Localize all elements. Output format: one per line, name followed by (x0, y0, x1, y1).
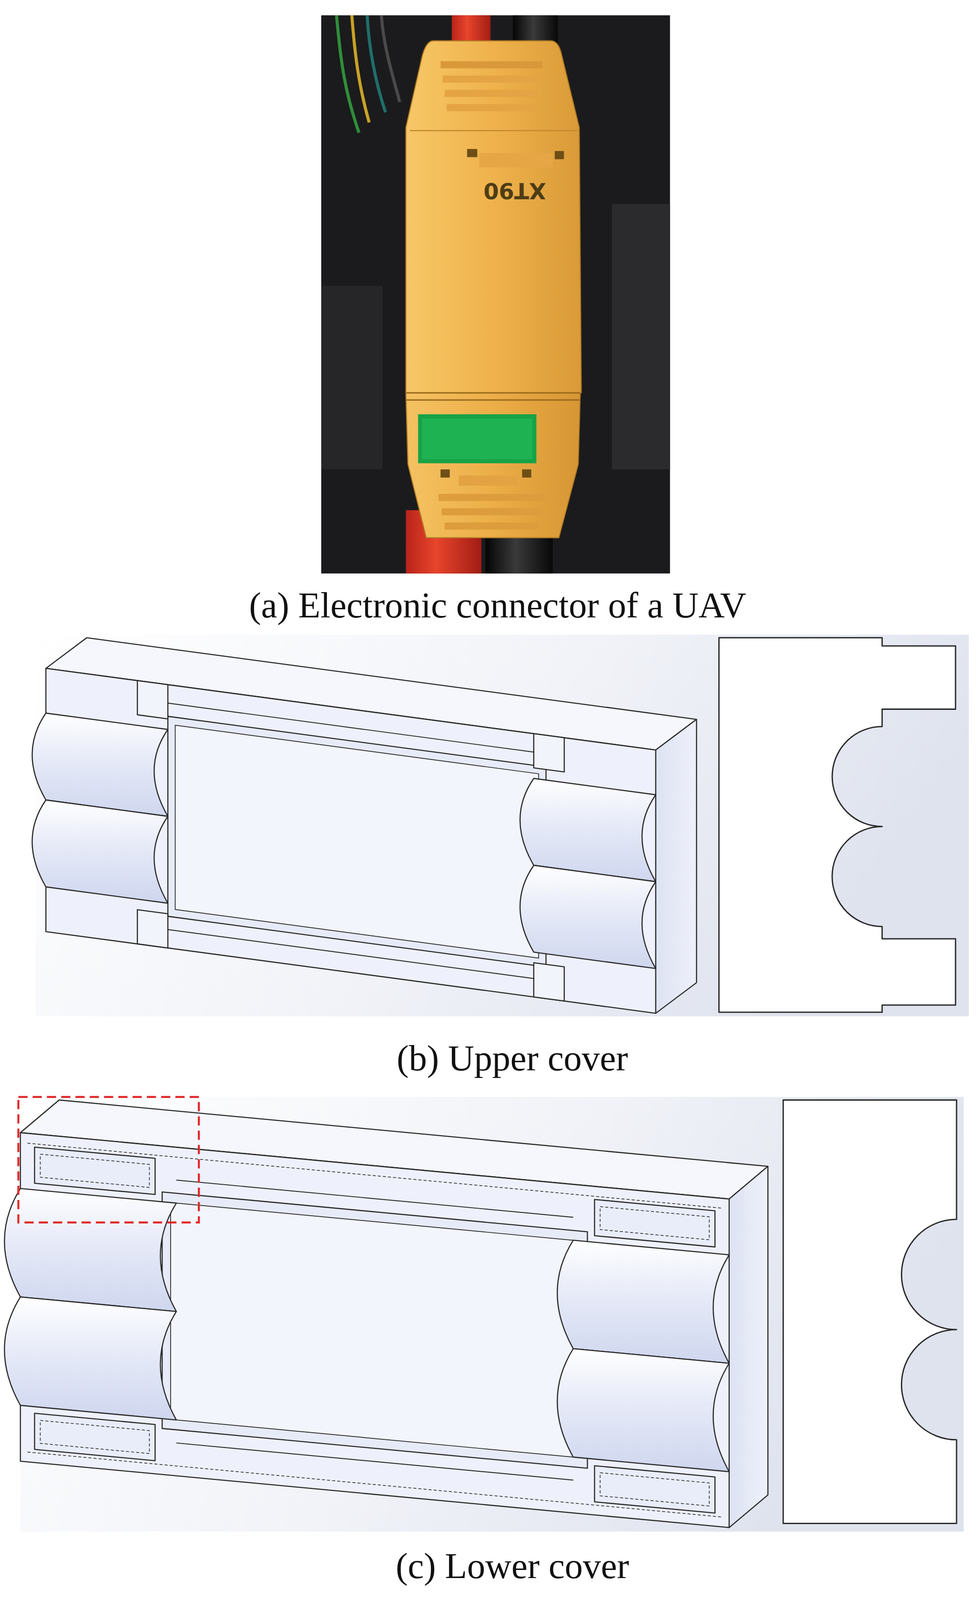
corner-pocket-edge (600, 1472, 710, 1506)
latch-slot (467, 148, 478, 157)
connector-body (406, 392, 581, 538)
cover-pocket (162, 1191, 588, 1469)
grip-ridge (438, 493, 545, 501)
cover-pocket (167, 715, 546, 967)
corner-feature (137, 680, 168, 719)
corner-feature (137, 909, 168, 948)
half-bore (4, 1296, 177, 1420)
grip-ridge (444, 522, 539, 530)
corner-pocket-edge (40, 1419, 150, 1454)
thin-wire (351, 15, 369, 123)
connector-body (406, 40, 582, 393)
half-bore (31, 799, 168, 903)
upper-cover-drawing (31, 634, 969, 1016)
grip-ridge (440, 61, 543, 69)
grip-ridge (441, 508, 542, 516)
photo-shadow (611, 203, 671, 470)
half-bore (4, 1188, 177, 1312)
edge-line (409, 130, 578, 132)
corner-feature (34, 1412, 156, 1461)
corner-feature (594, 1199, 715, 1247)
subfigure-caption: (b) Upper cover (396, 1037, 628, 1079)
caption-text: (a) Electronic connector of a UAV (248, 584, 746, 626)
latch-tab (479, 152, 553, 168)
thin-wire (381, 15, 400, 102)
highlight-box (18, 1096, 200, 1223)
half-bore (520, 865, 656, 969)
half-bore (557, 1239, 730, 1363)
connector-marking: XT90 (483, 177, 547, 204)
seam-line (406, 392, 581, 400)
caption-text: (b) Upper cover (396, 1037, 628, 1079)
caption-text: (c) Lower cover (395, 1544, 629, 1587)
cover-end-face (729, 1165, 768, 1528)
photo-background (321, 15, 671, 574)
latch-slot (521, 469, 531, 478)
lower-cover-profile (783, 1099, 957, 1523)
thin-wire (336, 15, 359, 133)
corner-feature (34, 1146, 156, 1194)
subfigure-caption: (c) Lower cover (395, 1544, 629, 1587)
corner-feature (594, 1465, 715, 1513)
green-label (418, 414, 537, 464)
hidden-edge (27, 1142, 723, 1208)
pocket-floor (175, 724, 540, 958)
corner-feature (533, 962, 565, 1001)
hidden-edge (27, 1451, 723, 1517)
grip-ridge (446, 103, 537, 112)
cover-end-face (655, 719, 697, 1013)
lower-cover-drawing (4, 1096, 964, 1532)
grip-ridge (442, 75, 541, 83)
marking-text: XT90 (483, 177, 547, 204)
corner-pocket-edge (600, 1206, 710, 1240)
connector-photo (321, 15, 671, 574)
upper-cover-profile (718, 637, 956, 1012)
green-label (422, 418, 533, 460)
grip-ridge (444, 89, 539, 97)
render-background (35, 634, 969, 1016)
subfigure-caption: (a) Electronic connector of a UAV (248, 584, 746, 626)
corner-pocket-edge (40, 1153, 150, 1188)
latch-slot (554, 151, 564, 160)
half-bore (557, 1348, 730, 1472)
latch-tab (458, 475, 519, 486)
pocket-floor (170, 1202, 580, 1458)
photo-shadow (321, 285, 383, 470)
corner-feature (533, 733, 565, 772)
latch-slot (440, 469, 450, 478)
